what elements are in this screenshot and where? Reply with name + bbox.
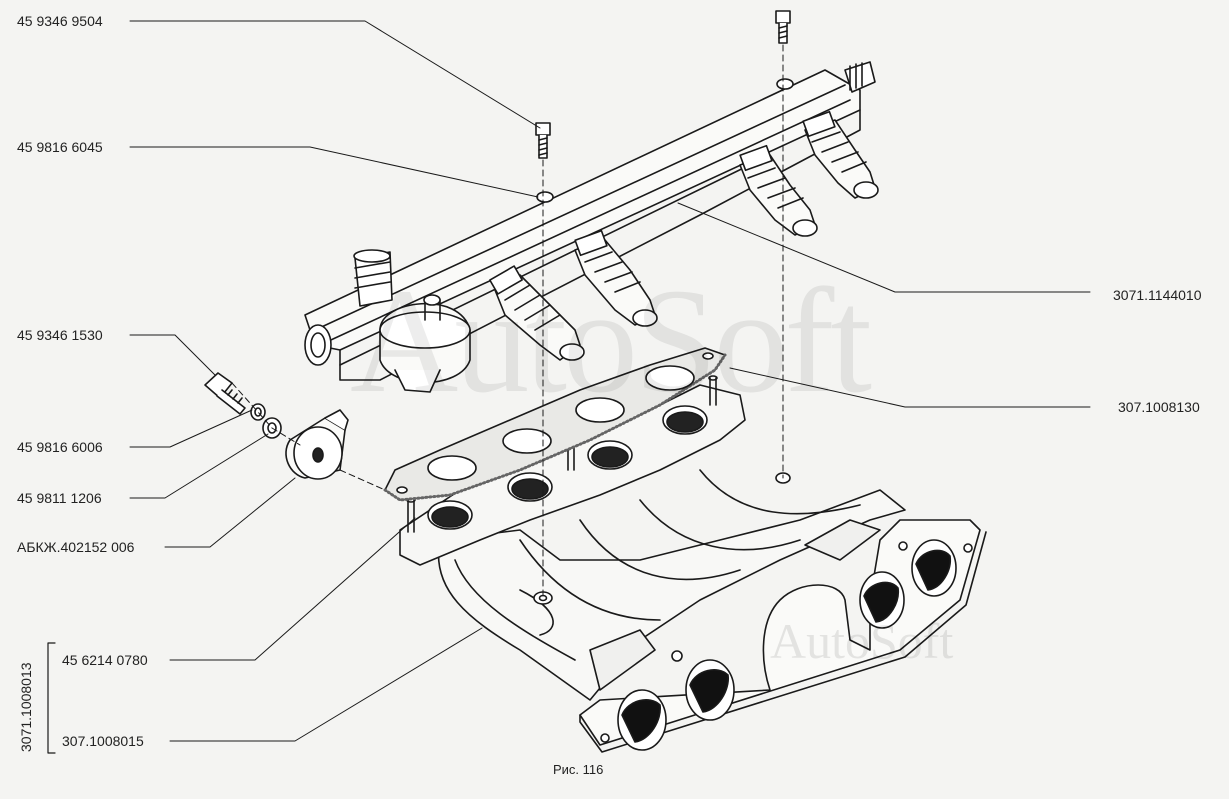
intake-manifold <box>437 469 906 701</box>
rubber-bushing <box>285 409 349 480</box>
label-part-p9: 45 6214 0780 <box>62 652 148 668</box>
label-part-p10: 307.1008015 <box>62 733 144 749</box>
injector-1 <box>489 265 585 361</box>
label-part-p8: АБКЖ.402152 006 <box>17 539 135 555</box>
inlet-flange <box>399 375 746 566</box>
figure-caption: Рис. 116 <box>553 762 604 777</box>
bracket-bolt <box>204 372 246 415</box>
label-part-p2: 45 9816 6045 <box>17 139 103 155</box>
label-part-p1: 45 9346 9504 <box>17 13 103 29</box>
gasket <box>383 347 727 502</box>
label-part-p4: 45 9346 1530 <box>17 327 103 343</box>
bolt-rail-right <box>775 10 791 44</box>
alignment-lines <box>231 44 784 601</box>
injector-4 <box>802 110 879 199</box>
label-part-p3: 3071.1144010 <box>1113 287 1202 303</box>
pressure-regulator <box>379 294 471 393</box>
injector-2 <box>574 229 658 327</box>
label-part-p7: 45 9811 1206 <box>17 490 102 506</box>
label-assembly: 3071.1008013 <box>18 662 34 752</box>
assembly-bracket <box>47 642 56 754</box>
injector-3 <box>739 144 818 237</box>
outlet-flange <box>579 519 987 753</box>
leader-lines <box>129 20 1091 742</box>
bolt-rail-left <box>535 122 551 159</box>
label-part-p5: 307.1008130 <box>1118 399 1200 415</box>
label-part-p6: 45 9816 6006 <box>17 439 103 455</box>
